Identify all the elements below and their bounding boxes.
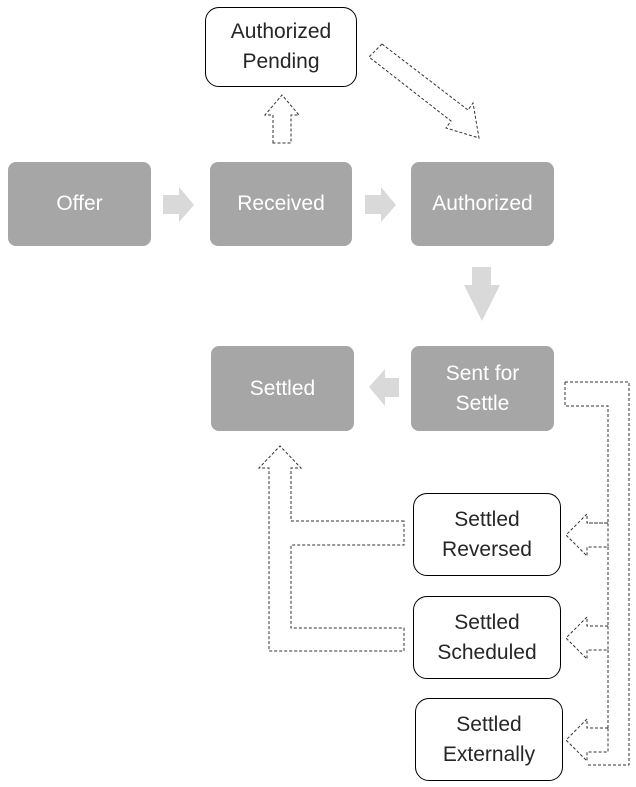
arrow-sent-for-settle-to-settled [369,369,399,406]
arrow-reversed-scheduled-to-settled [257,445,405,652]
node-received-label: Received [237,192,325,215]
node-authorized-pending[interactable]: Authorized Pending [205,7,357,87]
arrow-received-to-authorized [365,187,396,222]
node-settled-scheduled-line2: Scheduled [437,640,537,664]
node-sent-for-settle-line1: Sent for [445,361,520,385]
node-authorized-pending-line2: Pending [242,50,320,73]
node-sent-for-settle-line2: Settle [455,391,510,415]
node-authorized-pending-line1: Authorized [230,20,332,43]
node-settled-externally-line2: Externally [442,742,536,766]
node-received[interactable]: Received [210,162,352,246]
node-sent-for-settle[interactable]: Sent for Settle [411,346,554,431]
node-settled[interactable]: Settled [211,346,354,431]
node-settled-label: Settled [249,376,316,400]
node-settled-scheduled[interactable]: Settled Scheduled [413,596,561,679]
node-authorized-label: Authorized [432,192,533,215]
arrow-to-settled-reversed [565,512,609,558]
node-authorized[interactable]: Authorized [411,162,554,246]
node-settled-scheduled-line1: Settled [454,610,520,634]
node-settled-externally[interactable]: Settled Externally [415,698,563,781]
branch-bracket-sent-for-settle [565,381,630,766]
node-settled-reversed[interactable]: Settled Reversed [413,493,561,576]
node-offer-label: Offer [56,192,103,215]
node-offer[interactable]: Offer [8,162,151,246]
arrow-authorized-pending-to-authorized [368,43,480,139]
node-settled-reversed-line2: Reversed [442,537,532,561]
arrow-authorized-to-sent-for-settle [464,267,500,321]
arrow-offer-to-received [163,187,194,222]
arrow-received-to-authorized-pending [263,94,301,144]
arrow-to-settled-externally [565,717,609,763]
branch-bracket-inner [564,382,609,524]
arrow-to-settled-scheduled [565,615,609,661]
node-settled-externally-line1: Settled [456,712,522,736]
node-settled-reversed-line1: Settled [454,507,520,531]
